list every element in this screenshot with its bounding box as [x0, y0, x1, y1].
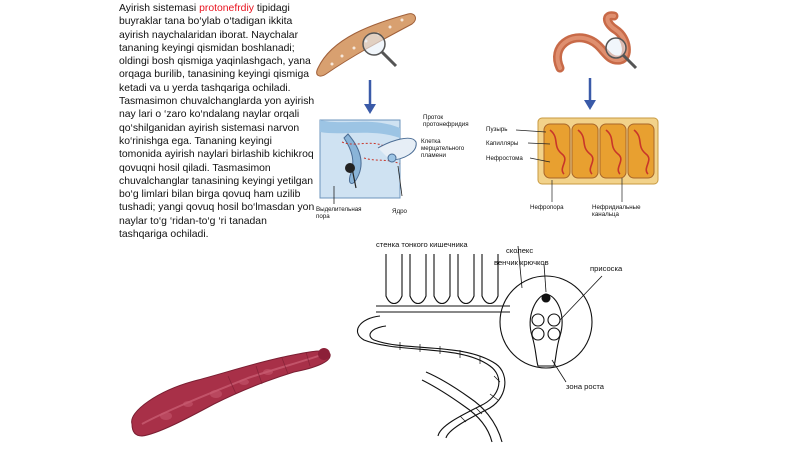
protonephridium-figure: Проток протонефридия Клетка мерцательног…	[312, 8, 472, 230]
highlighted-term: protonefrdiy	[199, 3, 254, 14]
tapeworm-photo	[118, 332, 336, 442]
protonephridium-illustration	[316, 13, 417, 204]
label-sucker: присоска	[590, 264, 623, 273]
body-text: Ayirish sistemasi protonefrdiy tipidagi …	[119, 2, 315, 241]
arrow-down-icon	[584, 100, 596, 110]
label-bladder: Пузырь	[486, 126, 508, 133]
nephridia-figure: Пузырь Капилляры Нефростома Нефропора Не…	[480, 6, 668, 228]
label-nephridial-canal: Нефридиальные канальца	[592, 204, 641, 218]
magnifier-icon	[605, 37, 627, 59]
paragraph-1-rest: tipidagi buyraklar tana bo‘ylab o‘tadiga…	[119, 3, 311, 94]
tapeworm-specimen	[131, 348, 331, 437]
magnifier-icon	[362, 32, 386, 56]
label-scolex: сколекс	[506, 246, 534, 255]
paragraph-2: Tasmasimon chuvalchanglarda yon ayirish …	[119, 96, 315, 241]
nephridia-illustration	[515, 11, 659, 202]
label-intestine-wall: стенка тонкого кишечника	[376, 240, 468, 249]
tapeworm-line-drawing	[357, 245, 603, 443]
label-nucleus: Ядро	[392, 208, 407, 215]
arrow-down-icon	[364, 104, 376, 114]
label-nephropore: Нефропора	[530, 204, 564, 211]
label-capillaries: Капилляры	[486, 140, 519, 147]
label-pore: Выделительная пора	[316, 206, 362, 220]
label-growth-zone: зона роста	[566, 382, 605, 391]
label-flame-cell: Клетка мерцательного пламени	[421, 138, 465, 159]
tapeworm-diagram: стенка тонкого кишечника сколекс венчик …	[340, 236, 640, 444]
label-duct: Проток протонефридия	[423, 114, 469, 128]
label-hook-crown: венчик крючков	[494, 258, 549, 267]
paragraph-1-lead: Ayirish sistemasi	[119, 3, 200, 14]
label-nephrostome: Нефростома	[486, 155, 523, 162]
